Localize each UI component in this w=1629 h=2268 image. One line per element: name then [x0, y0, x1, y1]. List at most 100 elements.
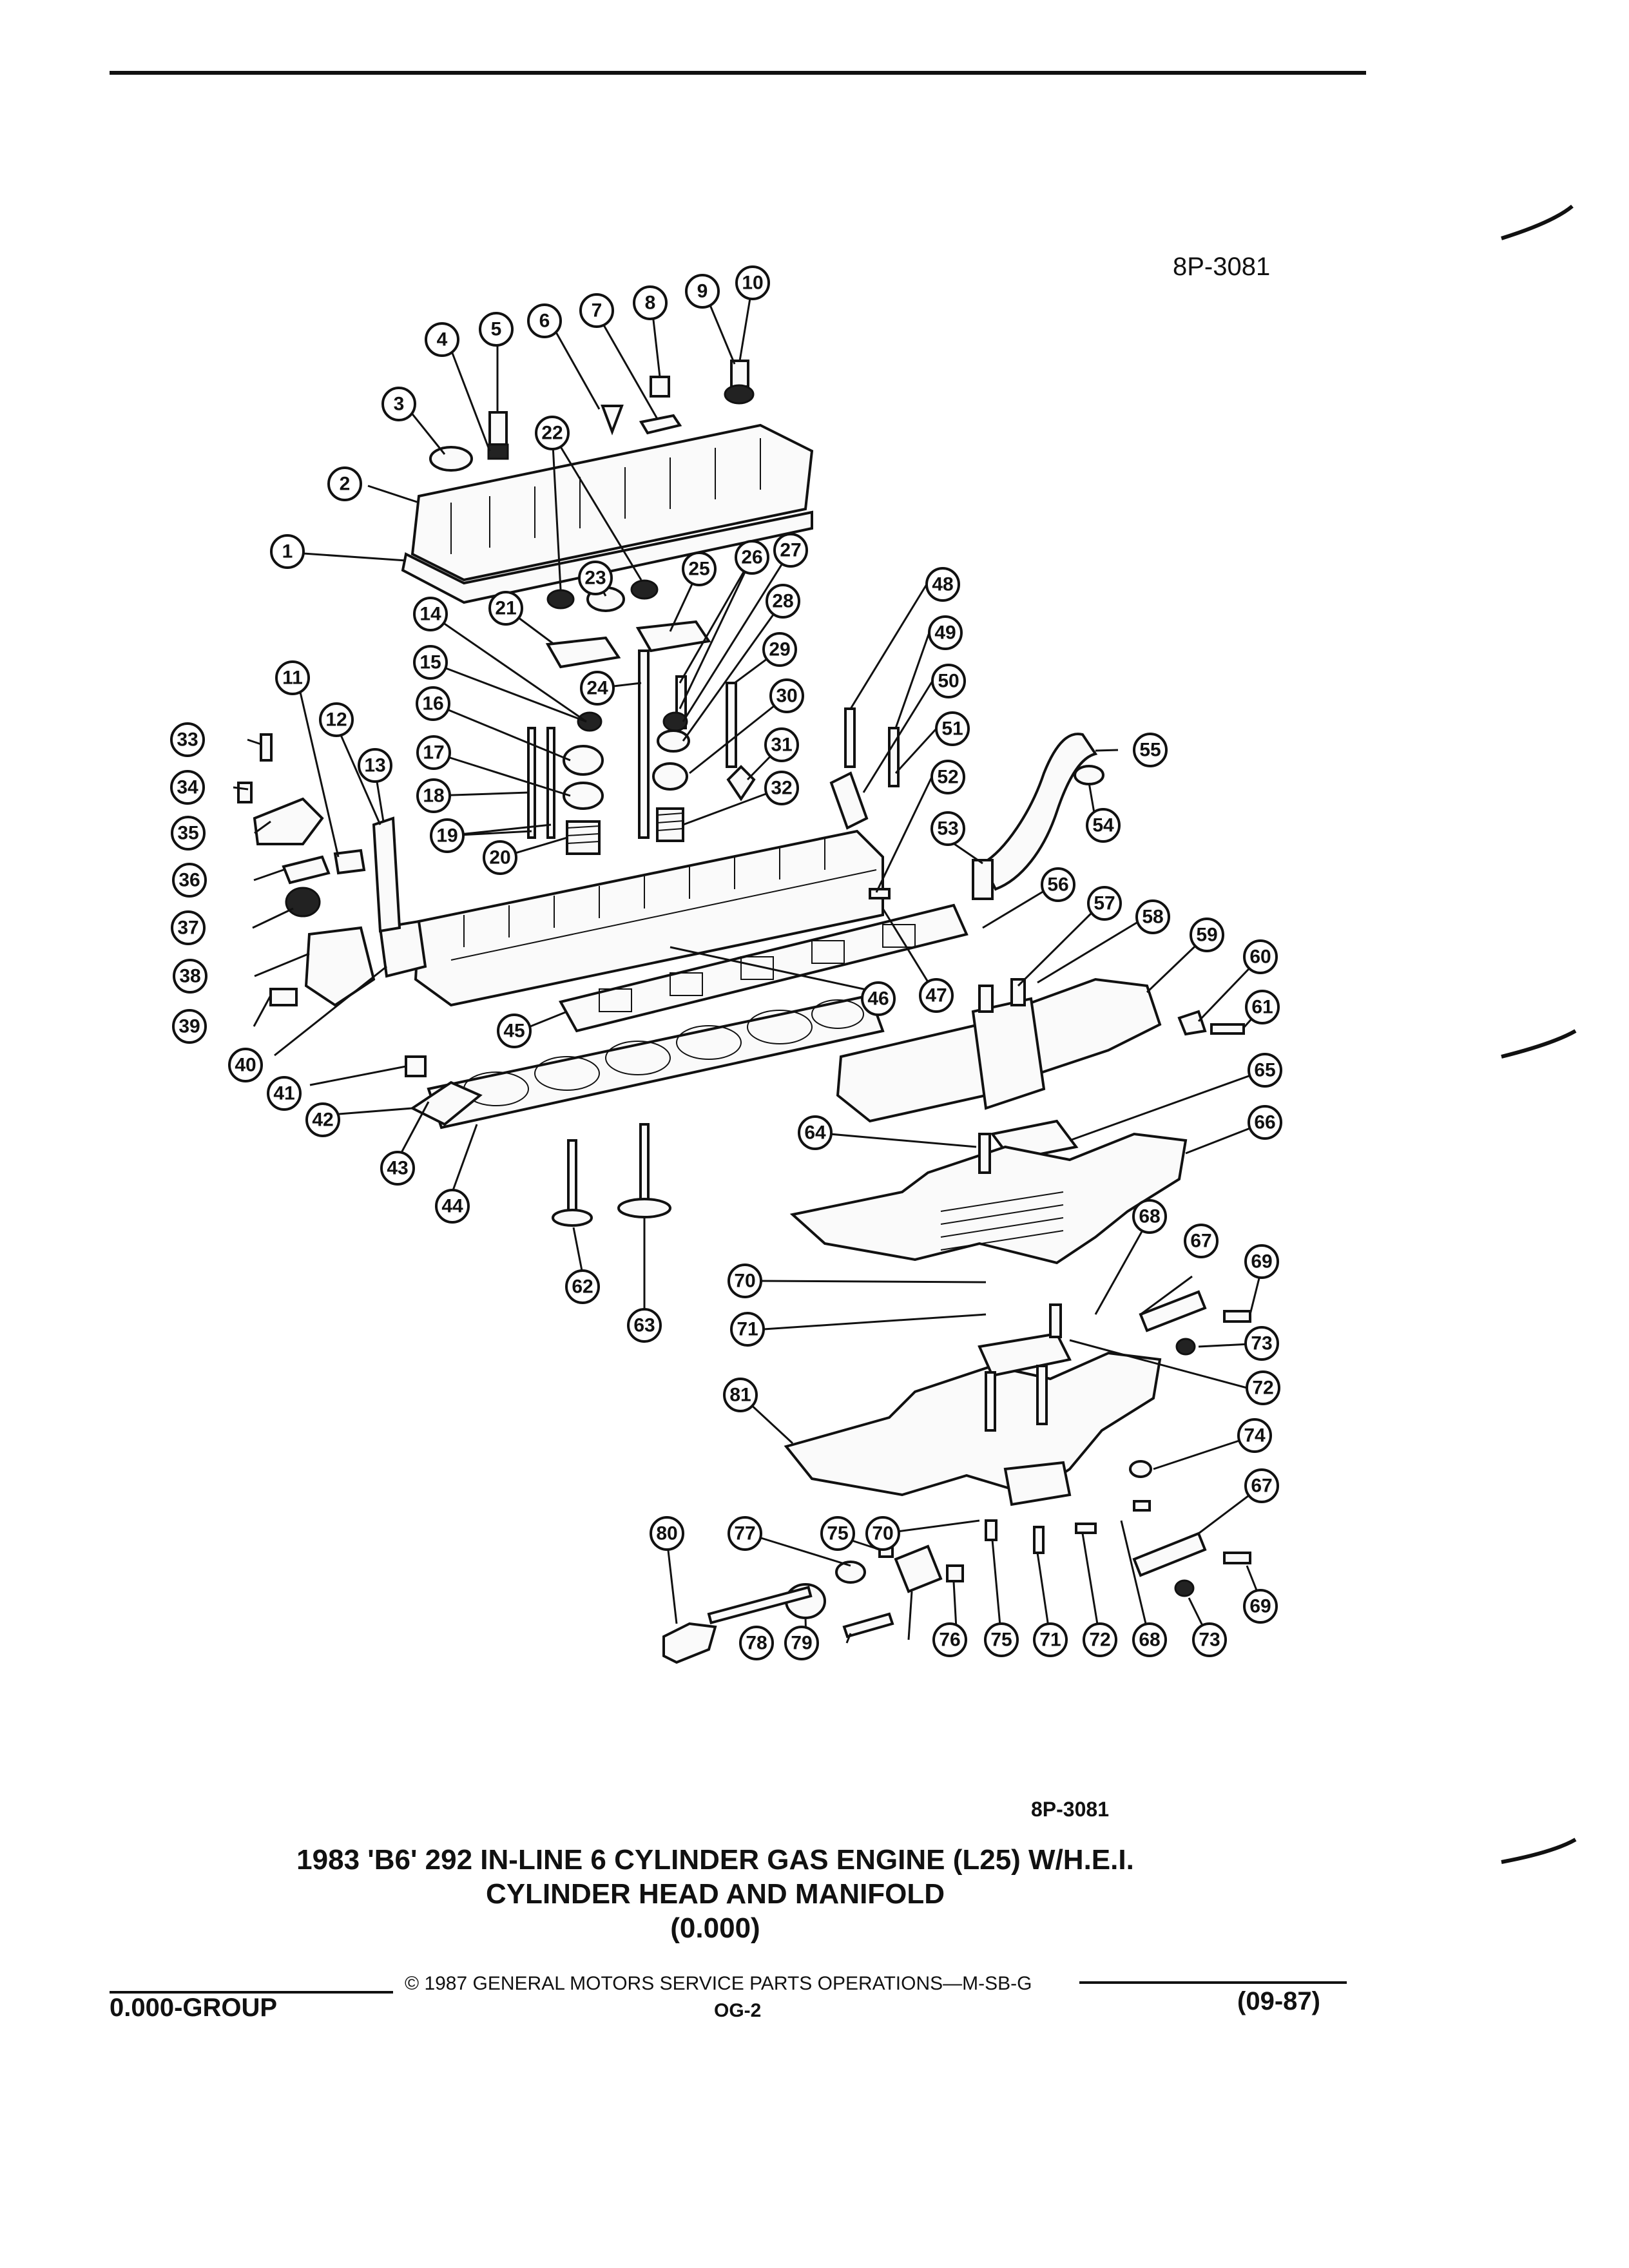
- thermostat-housing: [237, 733, 483, 1126]
- callout-69: 69: [1244, 1244, 1279, 1279]
- callout-53: 53: [930, 811, 965, 846]
- callout-72b: 72: [1083, 1622, 1117, 1657]
- svg-text:60: 60: [1249, 947, 1271, 968]
- callout-20: 20: [483, 840, 517, 875]
- callout-62: 62: [565, 1269, 600, 1304]
- callout-67: 67: [1184, 1224, 1219, 1258]
- svg-text:72: 72: [1252, 1378, 1273, 1399]
- rocker-cover: [401, 423, 814, 604]
- svg-text:57: 57: [1094, 893, 1115, 914]
- callout-41: 41: [267, 1076, 302, 1111]
- svg-text:48: 48: [932, 574, 953, 595]
- svg-text:80: 80: [656, 1523, 677, 1544]
- callout-70b: 70: [865, 1516, 900, 1551]
- callout-33: 33: [170, 722, 205, 757]
- callout-65: 65: [1248, 1053, 1282, 1088]
- callout-bubbles: 1 2 3 4 5 6 7 8 9 10 11 12 13 14 15 16 1…: [170, 265, 1282, 1660]
- svg-text:44: 44: [441, 1196, 463, 1217]
- svg-text:8: 8: [645, 293, 656, 314]
- callout-73: 73: [1244, 1326, 1279, 1361]
- callout-56: 56: [1041, 867, 1075, 902]
- callout-31: 31: [764, 727, 799, 762]
- svg-text:29: 29: [769, 639, 790, 660]
- svg-text:50: 50: [938, 671, 959, 692]
- caption-group-code: (0.000): [670, 1912, 760, 1944]
- svg-text:24: 24: [586, 678, 608, 699]
- svg-text:53: 53: [937, 818, 958, 840]
- svg-text:55: 55: [1139, 740, 1161, 761]
- callout-68b: 68: [1132, 1622, 1167, 1657]
- svg-text:26: 26: [741, 547, 762, 568]
- svg-text:34: 34: [177, 777, 198, 798]
- svg-text:73: 73: [1251, 1333, 1272, 1354]
- callout-7: 7: [579, 293, 614, 328]
- callout-22: 22: [535, 416, 570, 450]
- svg-text:13: 13: [364, 755, 385, 776]
- svg-text:71: 71: [737, 1319, 758, 1340]
- callout-59: 59: [1190, 918, 1224, 952]
- svg-text:70: 70: [872, 1523, 893, 1544]
- copyright-line: © 1987 GENERAL MOTORS SERVICE PARTS OPER…: [405, 1973, 1032, 1994]
- egr-hose: [829, 707, 1104, 900]
- exhaust-manifold-middle: [789, 1132, 1188, 1265]
- svg-text:12: 12: [325, 709, 347, 731]
- callout-70: 70: [728, 1264, 762, 1298]
- callout-6: 6: [527, 303, 562, 338]
- page-number: OG-2: [714, 2000, 762, 2021]
- svg-text:67: 67: [1190, 1231, 1211, 1252]
- callout-49: 49: [928, 615, 963, 650]
- svg-text:41: 41: [273, 1083, 294, 1104]
- callout-15: 15: [413, 645, 448, 680]
- svg-text:9: 9: [697, 281, 708, 302]
- svg-text:62: 62: [572, 1276, 593, 1298]
- callout-46: 46: [861, 981, 896, 1016]
- callout-35: 35: [171, 816, 206, 850]
- bracket-lower: [1132, 1532, 1207, 1577]
- svg-text:20: 20: [489, 847, 510, 869]
- callout-61: 61: [1245, 990, 1280, 1024]
- svg-text:5: 5: [491, 319, 502, 340]
- svg-text:23: 23: [584, 568, 606, 589]
- callout-69b: 69: [1243, 1589, 1278, 1624]
- svg-text:54: 54: [1092, 815, 1114, 836]
- svg-text:21: 21: [495, 598, 516, 619]
- callout-24: 24: [580, 671, 615, 706]
- callout-74: 74: [1237, 1418, 1272, 1453]
- bolt-69-upper: [1223, 1310, 1251, 1323]
- svg-text:66: 66: [1254, 1112, 1275, 1133]
- svg-text:30: 30: [776, 686, 797, 707]
- callout-32: 32: [764, 771, 799, 805]
- svg-text:77: 77: [734, 1523, 755, 1544]
- svg-text:2: 2: [340, 474, 351, 495]
- svg-text:39: 39: [178, 1016, 200, 1037]
- callout-39: 39: [172, 1009, 207, 1044]
- callout-55: 55: [1133, 733, 1168, 767]
- plug-74: [1129, 1460, 1152, 1478]
- nut-73-upper: [1175, 1338, 1196, 1356]
- callout-8: 8: [633, 285, 668, 320]
- svg-text:22: 22: [541, 423, 563, 444]
- valves: [552, 1123, 671, 1227]
- svg-text:65: 65: [1254, 1060, 1275, 1081]
- svg-text:49: 49: [934, 622, 956, 644]
- svg-text:6: 6: [539, 311, 550, 332]
- svg-text:15: 15: [419, 652, 441, 673]
- svg-text:45: 45: [503, 1021, 525, 1042]
- callout-16: 16: [416, 686, 450, 721]
- svg-text:74: 74: [1244, 1425, 1266, 1446]
- callout-51: 51: [935, 711, 970, 746]
- callout-30: 30: [769, 678, 804, 713]
- svg-text:73: 73: [1199, 1629, 1220, 1651]
- scan-marks: [1501, 204, 1577, 1864]
- callout-68: 68: [1132, 1199, 1167, 1234]
- leader-lines: [233, 282, 1266, 1644]
- callout-43: 43: [380, 1151, 415, 1186]
- callout-14: 14: [413, 597, 448, 631]
- callout-13: 13: [358, 748, 392, 783]
- svg-text:18: 18: [423, 785, 444, 807]
- callout-57: 57: [1087, 886, 1122, 921]
- callout-75: 75: [820, 1516, 855, 1551]
- bracket-upper: [1139, 1290, 1207, 1332]
- head-gasket: [427, 994, 885, 1129]
